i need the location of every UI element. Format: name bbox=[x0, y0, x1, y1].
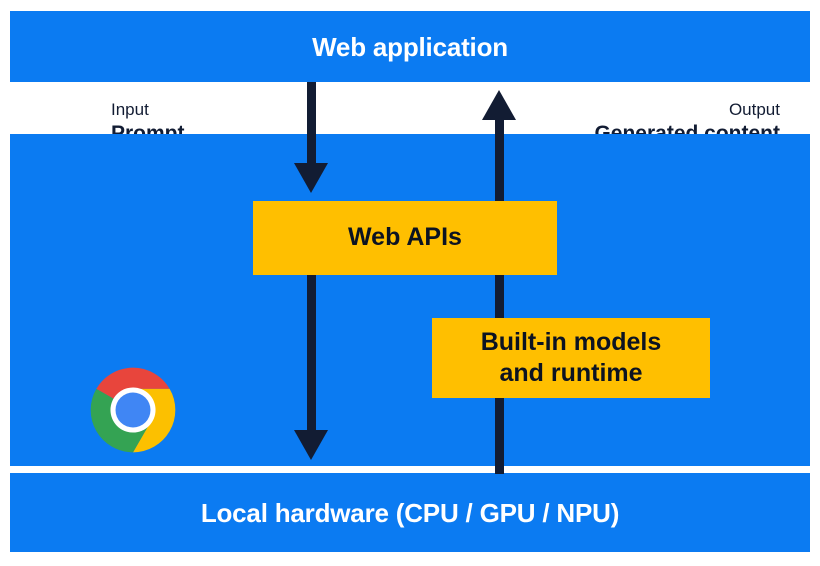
arrow-down-icon bbox=[294, 163, 328, 193]
band-browser: Browser bbox=[10, 134, 810, 498]
arrow-down-icon bbox=[294, 430, 328, 460]
box-web-apis-label: Web APIs bbox=[348, 223, 462, 252]
box-built-in-models: Built-in models and runtime bbox=[432, 318, 710, 398]
box-web-apis: Web APIs bbox=[253, 201, 557, 275]
box-built-in-models-text: Built-in models and runtime bbox=[481, 327, 662, 390]
band-local-hardware-label: Local hardware (CPU / GPU / NPU) bbox=[200, 498, 620, 528]
box-built-in-models-line1: Built-in models bbox=[480, 327, 662, 356]
connector-output-lower bbox=[495, 395, 504, 474]
chrome-logo-icon bbox=[87, 364, 179, 456]
connector-output-upper bbox=[495, 118, 504, 218]
band-web-application-label: Web application bbox=[312, 32, 508, 62]
band-local-hardware: Local hardware (CPU / GPU / NPU) bbox=[10, 473, 810, 552]
connector-output-middle bbox=[495, 270, 504, 322]
input-kind-label: Input bbox=[111, 100, 149, 119]
box-built-in-models-line2: and runtime bbox=[499, 359, 643, 387]
arrow-up-icon bbox=[482, 90, 516, 120]
output-kind-label: Output bbox=[728, 100, 780, 119]
band-web-application: Web application bbox=[10, 11, 810, 82]
connector-input-upper bbox=[307, 82, 316, 165]
connector-input-lower bbox=[307, 275, 316, 432]
